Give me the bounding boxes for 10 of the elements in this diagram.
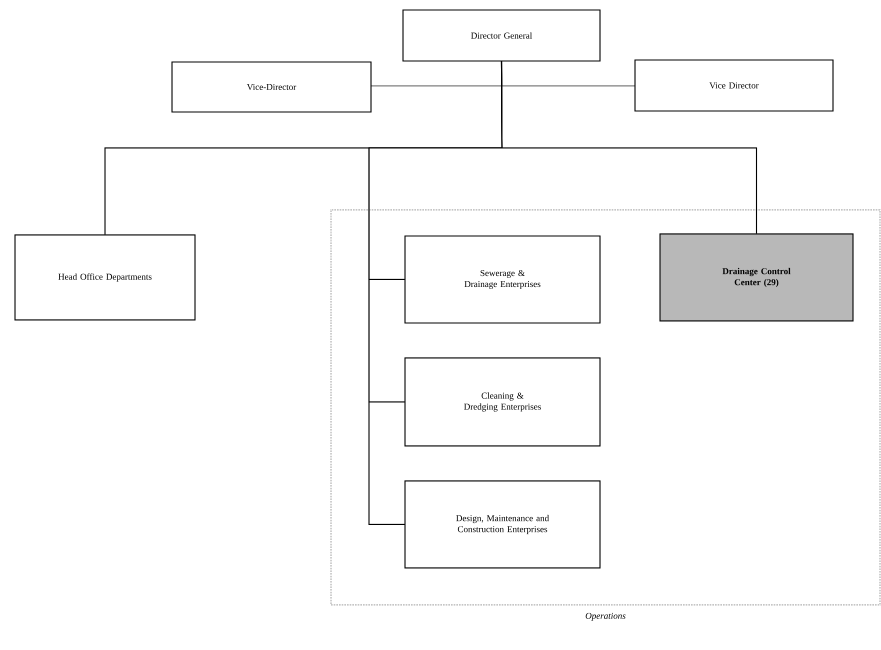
org-box: Director General [402,9,601,62]
org-box: Design, Maintenance and Construction Enterprises [404,480,601,569]
connector-line [500,62,758,234]
node-label: Operations [586,612,626,621]
shaded-box: Drainage Control Center (29) [659,233,854,322]
org-box: Vice-Director [171,61,372,113]
org-box: Head Office Departments [14,234,196,321]
org-box: Sewerage & Drainage Enterprises [404,235,601,324]
org-box: Cleaning & Dredging Enterprises [404,357,601,447]
org-box: Vice Director [634,59,834,112]
